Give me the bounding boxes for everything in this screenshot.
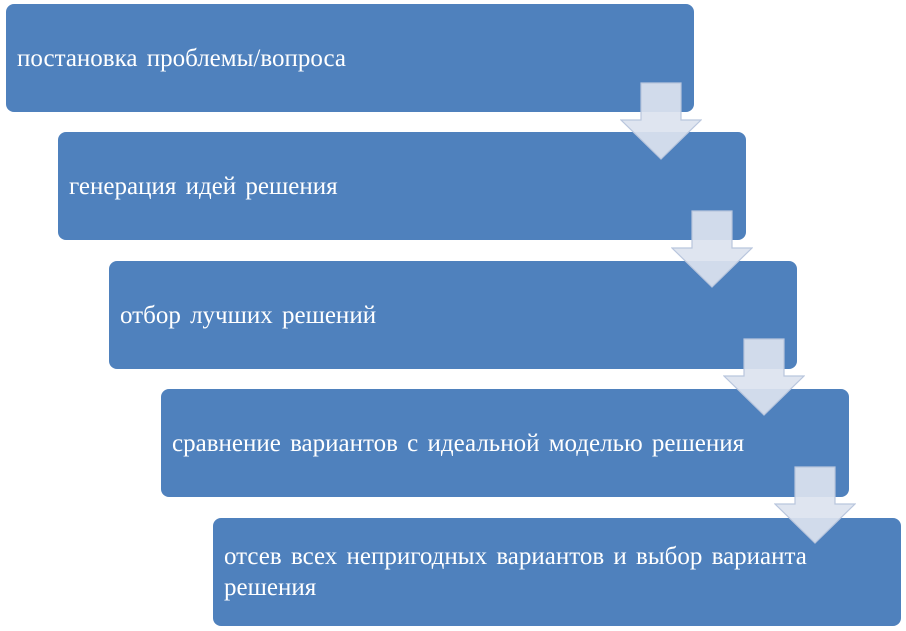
- process-step-2-label: генерация идей решения: [69, 172, 338, 200]
- process-step-3-label: отбор лучших решений: [120, 301, 377, 329]
- process-step-1-label: постановка проблемы/вопроса: [17, 44, 346, 72]
- process-step-2: генерация идей решения: [58, 132, 746, 240]
- process-step-4: сравнение вариантов с идеальной моделью …: [161, 389, 849, 497]
- process-step-4-label: сравнение вариантов с идеальной моделью …: [172, 429, 745, 457]
- process-step-1: постановка проблемы/вопроса: [6, 4, 694, 112]
- process-step-5-label: отсев всех непригодных вариантов и выбор…: [224, 543, 807, 601]
- process-step-3: отбор лучших решений: [109, 261, 797, 369]
- process-step-5: отсев всех непригодных вариантов и выбор…: [213, 518, 901, 626]
